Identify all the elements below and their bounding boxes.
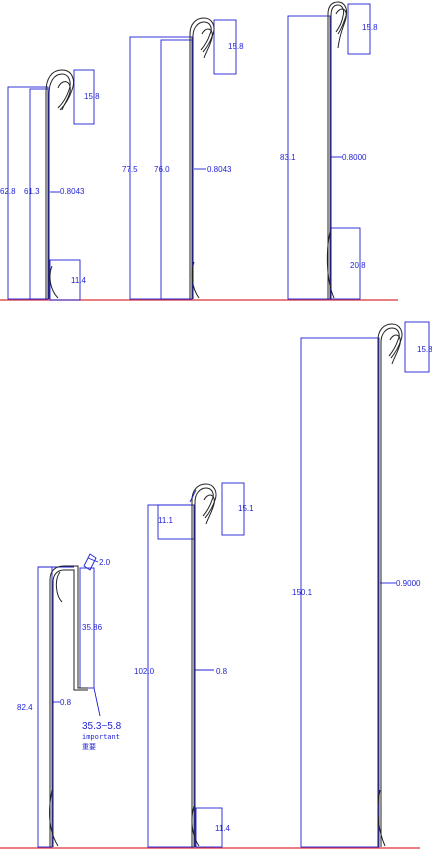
clip-width-leader (87, 557, 99, 563)
thickness-label: 0.8043 (60, 187, 85, 196)
inner-label: 76.0 (154, 165, 170, 174)
dim-bottom-box (329, 227, 361, 300)
height-label: 77.5 (122, 165, 138, 174)
top-hook-label: 15.1 (238, 504, 254, 513)
dim-inner-box (160, 39, 193, 300)
height-label: 102.0 (134, 667, 155, 676)
height-label: 83.1 (280, 153, 296, 162)
profile-1: 62.8 61.3 0.8043 15.8 11.4 (0, 69, 100, 301)
part-tip (189, 489, 197, 503)
top-hook-label: 15.8 (417, 345, 432, 354)
height-label: 62.8 (0, 187, 16, 196)
clip-width-arrow (83, 553, 97, 571)
part-hook (203, 494, 215, 525)
bottom-label: 11.4 (71, 276, 87, 285)
top-hook-label: 15.8 (362, 23, 378, 32)
part-hook (57, 81, 71, 111)
important-note-cn: 重要 (82, 743, 96, 751)
dim-top-hook-box (404, 321, 430, 373)
dim-top-hook-box (73, 69, 95, 125)
part-outline (49, 565, 88, 847)
clip-length-label: 35.86 (82, 623, 103, 632)
top-hook-label: 15.8 (228, 42, 244, 51)
part-hook (335, 8, 347, 49)
range-leader (93, 687, 101, 717)
height-label: 150.1 (292, 588, 313, 597)
profile-4: 82.4 0.8 2.0 35.86 35.3~5.8 important 重要 (17, 553, 122, 848)
bottom-label: 20.8 (350, 261, 366, 270)
inner-label: 61.3 (24, 187, 40, 196)
dim-top-hook-box (213, 19, 237, 75)
dim-height-box (287, 15, 331, 300)
important-note: important (82, 733, 120, 741)
dim-inner-box (29, 88, 49, 300)
thickness-label: 0.8000 (342, 153, 367, 162)
part-hook (201, 28, 213, 59)
part-outline (45, 69, 75, 299)
part-outline (189, 17, 215, 299)
dim-bottom-box (195, 807, 223, 848)
thickness-label: 0.9000 (396, 579, 421, 588)
profile-6: 150.1 0.9000 15.8 (292, 321, 432, 848)
part-hook (389, 334, 401, 365)
part-outline (377, 323, 403, 847)
profile-3: 83.1 0.8000 15.8 20.8 (280, 1, 378, 300)
offset-label: 11.1 (158, 516, 174, 525)
part-outline (191, 483, 217, 847)
height-label: 82.4 (17, 703, 33, 712)
profile-2: 77.5 76.0 0.8043 15.8 (122, 17, 244, 300)
dim-height-box (147, 504, 195, 848)
bottom-label: 11.4 (215, 824, 231, 833)
thickness-label: 0.8 (60, 698, 72, 707)
thickness-label: 0.8043 (207, 165, 232, 174)
range-label: 35.3~5.8 (82, 721, 122, 732)
thickness-label: 0.8 (216, 667, 228, 676)
clip-width-label: 2.0 (99, 558, 111, 567)
dim-offset-box (157, 504, 195, 540)
dim-height-box (300, 337, 380, 848)
profile-5: 102.0 11.1 0.8 15.1 11.4 (134, 482, 254, 848)
part-outline (326, 1, 347, 299)
top-hook-label: 15.8 (84, 92, 100, 101)
dim-top-hook-box (347, 3, 371, 55)
dim-top-hook-box (221, 482, 245, 536)
